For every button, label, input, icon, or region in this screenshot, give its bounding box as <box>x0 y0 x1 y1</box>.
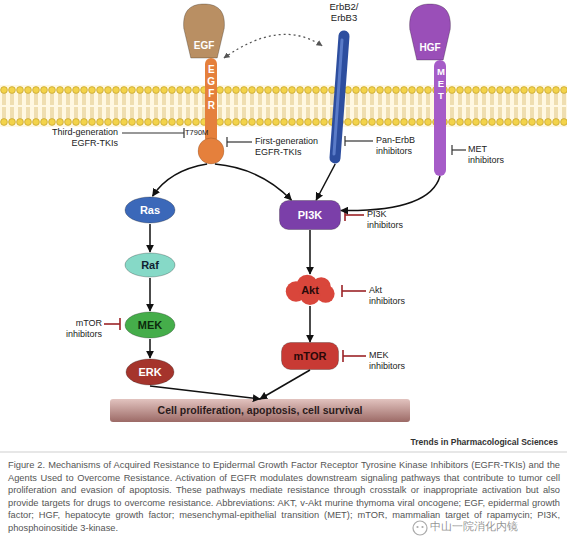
node-text: HGF <box>419 42 440 54</box>
outcome-band: Cell proliferation, apoptosis, cell surv… <box>110 399 410 422</box>
node-text: ERK <box>138 366 161 379</box>
kinase-domain <box>198 138 224 164</box>
signal-arrow <box>215 164 292 200</box>
watermark-icon <box>413 521 427 535</box>
signal-arrow <box>149 224 151 252</box>
separator-line <box>0 452 567 453</box>
signal-arrow <box>341 176 440 211</box>
drug-label: Pan-ErbB inhibitors <box>376 135 424 157</box>
kinase-node: MEK <box>124 311 176 339</box>
ligand-hgf: HGF <box>408 4 452 60</box>
receptor-rod <box>335 36 344 158</box>
signal-arrow <box>149 339 151 358</box>
node-text: EGF <box>194 40 215 52</box>
node-outline <box>322 2 366 164</box>
node-text: mTOR <box>294 350 327 363</box>
watermark: 中山一院消化内镜 <box>430 520 560 533</box>
cloud-lobe <box>300 285 320 305</box>
figure-caption: Figure 2. Mechanisms of Acquired Resista… <box>8 459 560 534</box>
drug-label: mTOR inhibitors <box>50 318 102 340</box>
drug-label: Akt inhibitors <box>369 285 417 307</box>
node-text: Cell proliferation, apoptosis, cell surv… <box>158 404 363 416</box>
receptor-erbb: ErbB2/ ErbB3 <box>322 2 366 164</box>
kinase-node: ERK <box>125 358 175 386</box>
signal-arrow <box>309 230 311 274</box>
ligand-shape <box>410 4 451 60</box>
journal-label: Trends in Pharmacological Sciences <box>300 437 558 447</box>
ligand-egf: EGF <box>182 4 226 58</box>
ellipse-shape <box>125 312 175 338</box>
crosstalk-arrow <box>224 34 322 58</box>
kinase-node: Ras <box>124 196 176 224</box>
mutation-label: T790M <box>185 128 219 137</box>
drug-label: MEK inhibitors <box>369 350 417 372</box>
node-text: EGFR <box>205 64 217 112</box>
ellipse-shape <box>125 197 175 223</box>
node-text: Akt <box>301 284 319 297</box>
signal-arrow <box>309 306 311 342</box>
drug-label: Third-generation EGFR-TKIs <box>38 127 118 149</box>
ligand-shape <box>184 4 225 58</box>
band-shape <box>110 399 410 422</box>
node-text: MET <box>435 66 446 102</box>
node-text: Ras <box>140 204 160 217</box>
receptor-stalk <box>434 60 446 176</box>
signal-arrow <box>316 164 335 200</box>
node-text: MEK <box>138 319 162 332</box>
kinase-node: mTOR <box>281 342 339 370</box>
signal-arrow <box>260 370 310 399</box>
kinase-node: PI3K <box>279 200 341 230</box>
ellipse-shape <box>126 359 174 385</box>
signal-arrow <box>149 278 151 311</box>
ellipse-shape <box>125 253 175 277</box>
node-text: Raf <box>141 259 159 272</box>
kinase-node: Akt <box>282 274 338 306</box>
drug-label: First-generation EGFR-TKIs <box>255 136 327 158</box>
rounded-shape <box>280 201 341 230</box>
drug-label: MET inhibitors <box>468 144 516 166</box>
kinase-node: Raf <box>124 252 176 278</box>
node-text: ErbB2/ ErbB3 <box>324 2 364 24</box>
node-text: PI3K <box>298 209 322 222</box>
inhibitor-bars <box>104 209 366 362</box>
signal-arrow <box>153 164 208 196</box>
rod-highlight <box>334 40 342 154</box>
drug-label: PI3K inhibitors <box>367 209 415 231</box>
lipid-bilayer <box>0 85 567 127</box>
receptor-egfr: EGFR <box>198 58 224 164</box>
membrane-core <box>0 85 567 127</box>
receptor-met: MET <box>431 60 449 176</box>
rounded-shape <box>282 343 339 370</box>
signal-arrow <box>150 386 260 399</box>
